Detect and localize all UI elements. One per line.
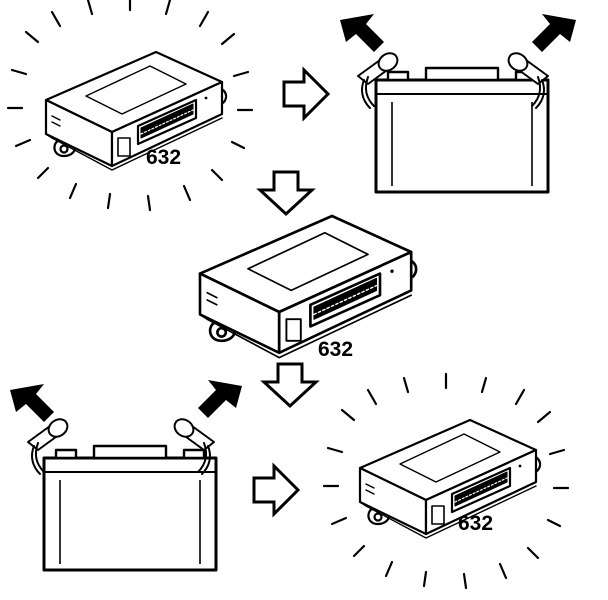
module-label: 632	[146, 146, 181, 169]
disconnect-arrow-left-icon	[340, 14, 384, 52]
step-3-module-inactive: 632	[198, 214, 418, 361]
control-module-icon	[198, 214, 418, 359]
disconnect-arrow-right-icon	[198, 380, 242, 418]
step-2-battery-disconnected	[340, 14, 576, 194]
control-module-icon	[358, 418, 542, 540]
arrow-right-icon	[282, 68, 330, 120]
arrow-down-icon	[262, 362, 318, 408]
arrow-down-icon	[258, 170, 314, 216]
module-label: 632	[458, 512, 493, 535]
step-4-battery-disconnected	[10, 380, 242, 572]
battery-icon	[374, 66, 550, 194]
disconnect-arrow-right-icon	[532, 14, 576, 52]
step-5-module-active: 632	[322, 372, 570, 590]
control-module-icon	[44, 50, 228, 172]
step-1-module-active: 632	[6, 0, 254, 212]
battery-icon	[42, 444, 218, 572]
disconnect-arrow-left-icon	[10, 384, 54, 422]
module-label: 632	[318, 338, 353, 361]
arrow-right-icon	[252, 464, 300, 516]
